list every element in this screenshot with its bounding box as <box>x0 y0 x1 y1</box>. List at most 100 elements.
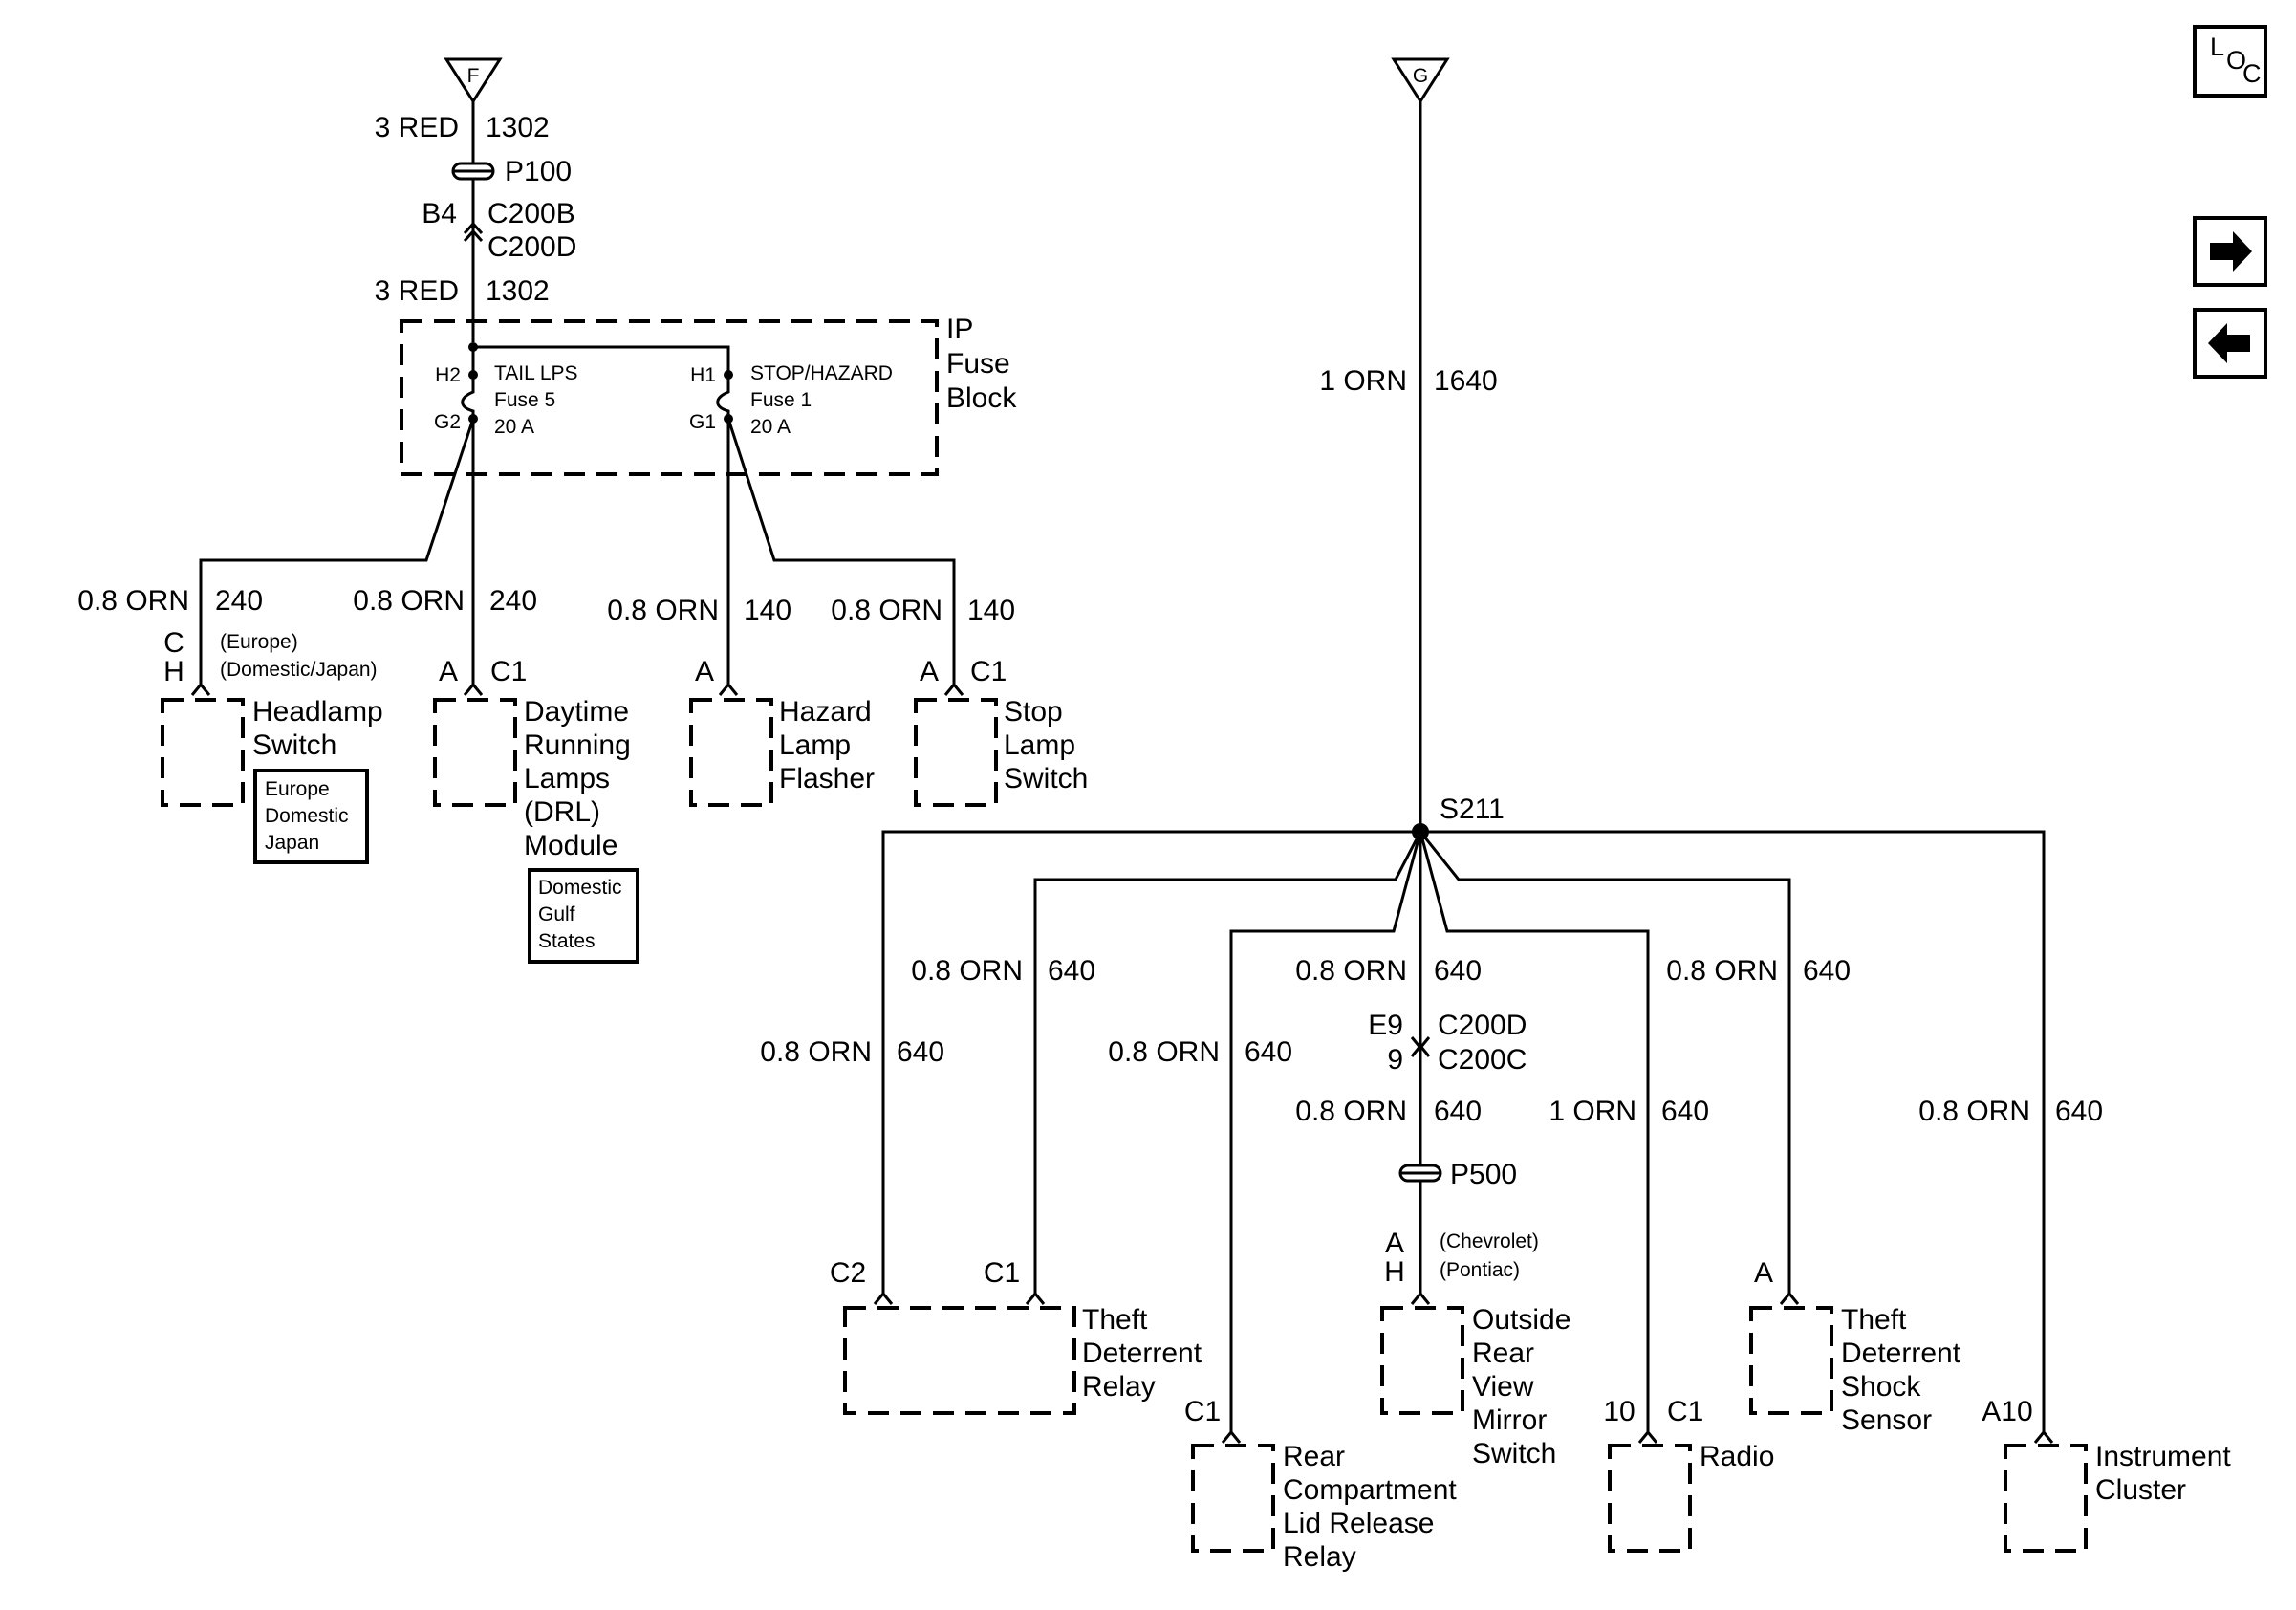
component-label: View <box>1472 1371 1534 1403</box>
arrow-left-icon <box>2208 323 2250 363</box>
connector-pin: 10 <box>1603 1396 1635 1427</box>
component-label: Shock <box>1841 1371 1921 1403</box>
option-tag-line: Europe <box>265 778 330 800</box>
wire-gauge: 0.8 ORN <box>831 595 942 626</box>
component-box <box>843 1306 1076 1415</box>
option-tag <box>528 868 639 964</box>
back-button[interactable] <box>2193 308 2267 379</box>
splice-label: S211 <box>1440 794 1505 825</box>
component-label: Lamps <box>524 763 610 794</box>
component-label: Theft <box>1082 1304 1148 1336</box>
connector-pin: C1 <box>984 1257 1020 1289</box>
component-label: Running <box>524 729 631 761</box>
connector-pin: A <box>695 656 714 687</box>
loc-label-l: L <box>2210 33 2224 61</box>
component-label: Rear <box>1472 1338 1534 1369</box>
wire-shock-sensor <box>1419 831 1791 1295</box>
component-label: Switch <box>1004 763 1088 794</box>
connector-pin: H <box>1384 1256 1405 1288</box>
connector-name: C1 <box>490 656 527 687</box>
component-label: Theft <box>1841 1304 1907 1336</box>
component-label: Mirror <box>1472 1404 1547 1436</box>
loc-label-o: O <box>2226 46 2246 75</box>
fuse-block-outline <box>400 319 939 476</box>
connector-pin: H <box>163 656 184 687</box>
fuse-pin-out: G2 <box>434 411 461 433</box>
component-label: Deterrent <box>1841 1338 1961 1369</box>
wire-instrument-cluster <box>1420 830 2046 1434</box>
fuse-name: STOP/HAZARD <box>750 362 893 384</box>
component-label: Cluster <box>2095 1474 2186 1506</box>
connector-pin: A <box>439 656 458 687</box>
wire-headlamp <box>199 418 475 686</box>
component-label: Lid Release <box>1283 1508 1434 1539</box>
instrument-cluster: 0.8 ORN 640 A10 Instrument Cluster <box>1918 1096 2231 1553</box>
option-tag-line: Gulf <box>538 903 575 925</box>
option-tag-line: Domestic <box>538 877 622 899</box>
connector-pin: A <box>1385 1228 1404 1259</box>
fuse-block-title-line: Block <box>946 382 1017 414</box>
component-label: Radio <box>1700 1441 1774 1472</box>
wire-gauge: 0.8 ORN <box>607 595 719 626</box>
feed-g-letter: G <box>1413 65 1428 87</box>
wire-circuit: 640 <box>1048 955 1095 987</box>
wire-gauge: 3 RED <box>375 112 459 143</box>
component-label: Deterrent <box>1082 1338 1202 1369</box>
component-label: Outside <box>1472 1304 1570 1336</box>
bus-bar <box>473 345 730 373</box>
theft-deterrent-shock-sensor: 0.8 ORN 640 A Theft Deterrent Shock Sens… <box>1666 955 1960 1436</box>
wire-circuit: 1640 <box>1434 365 1498 397</box>
component-label: Switch <box>252 729 336 761</box>
wire-circuit: 640 <box>2055 1096 2103 1127</box>
wire-circuit: 240 <box>489 585 537 617</box>
wire-gauge: 1 ORN <box>1319 365 1407 397</box>
wire-theft-relay-c2 <box>881 830 1420 1295</box>
wire-gauge: 0.8 ORN <box>1295 955 1407 987</box>
wire-circuit: 640 <box>1434 1096 1482 1127</box>
forward-button[interactable] <box>2193 216 2267 287</box>
component-label: Flasher <box>779 763 875 794</box>
theft-deterrent-relay: 0.8 ORN 640 0.8 ORN 640 C2 C1 Theft Dete… <box>760 955 1202 1415</box>
feed-g-triangle <box>1391 57 1450 104</box>
fuse-rating: 20 A <box>750 416 791 438</box>
wire-circuit: 640 <box>1661 1096 1709 1127</box>
component-box <box>2004 1444 2088 1553</box>
ip-fuse-block: IP Fuse Block H2 G2 TAIL LPS Fuse 5 20 A… <box>400 314 1017 476</box>
splice-label: P500 <box>1450 1159 1517 1190</box>
feed-f: F 3 RED 1302 P100 B4 C200B C200D 3 RED 1… <box>375 57 576 342</box>
wire-gauge: 0.8 ORN <box>1108 1036 1220 1068</box>
wire-circuit: 240 <box>215 585 263 617</box>
drl-module: 0.8 ORN 240 A C1 Daytime Running Lamps (… <box>353 585 639 964</box>
component-label: Headlamp <box>252 696 383 728</box>
component-box <box>161 698 245 807</box>
feed-f-letter: F <box>467 65 480 87</box>
component-label: Lamp <box>1004 729 1075 761</box>
connector-pin: A10 <box>1982 1396 2032 1427</box>
wire-gauge: 0.8 ORN <box>353 585 465 617</box>
stop-lamp-switch: 0.8 ORN 140 A C1 Stop Lamp Switch <box>831 595 1088 807</box>
fuse-name: TAIL LPS <box>494 362 578 384</box>
component-label: Sensor <box>1841 1404 1932 1436</box>
rear-compartment-lid-release-relay: 0.8 ORN 640 C1 Rear Compartment Lid Rele… <box>1108 1036 1457 1573</box>
wire-stop <box>726 418 956 686</box>
fuse-block-title-line: Fuse <box>946 348 1010 380</box>
component-label: Daytime <box>524 696 629 728</box>
connector-name: C200B <box>487 198 575 229</box>
component-box <box>914 698 998 807</box>
wire-gauge: 0.8 ORN <box>1918 1096 2030 1127</box>
option-tag <box>253 769 369 864</box>
component-label: Lamp <box>779 729 851 761</box>
fuse-pin-out: G1 <box>689 411 716 433</box>
loc-button[interactable]: L O C <box>2193 25 2267 98</box>
component-box <box>1191 1444 1275 1553</box>
splice-label: P100 <box>505 156 572 187</box>
wire-circuit: 1302 <box>486 275 550 307</box>
wire-circuit: 640 <box>1434 955 1482 987</box>
wire-circuit: 140 <box>744 595 791 626</box>
option-note: (Europe) <box>220 631 298 653</box>
wire-gauge: 0.8 ORN <box>77 585 189 617</box>
wire-gauge: 0.8 ORN <box>1666 955 1778 987</box>
wire-radio <box>1419 831 1650 1434</box>
loc-label-c: C <box>2242 59 2262 88</box>
wire-gauge: 3 RED <box>375 275 459 307</box>
